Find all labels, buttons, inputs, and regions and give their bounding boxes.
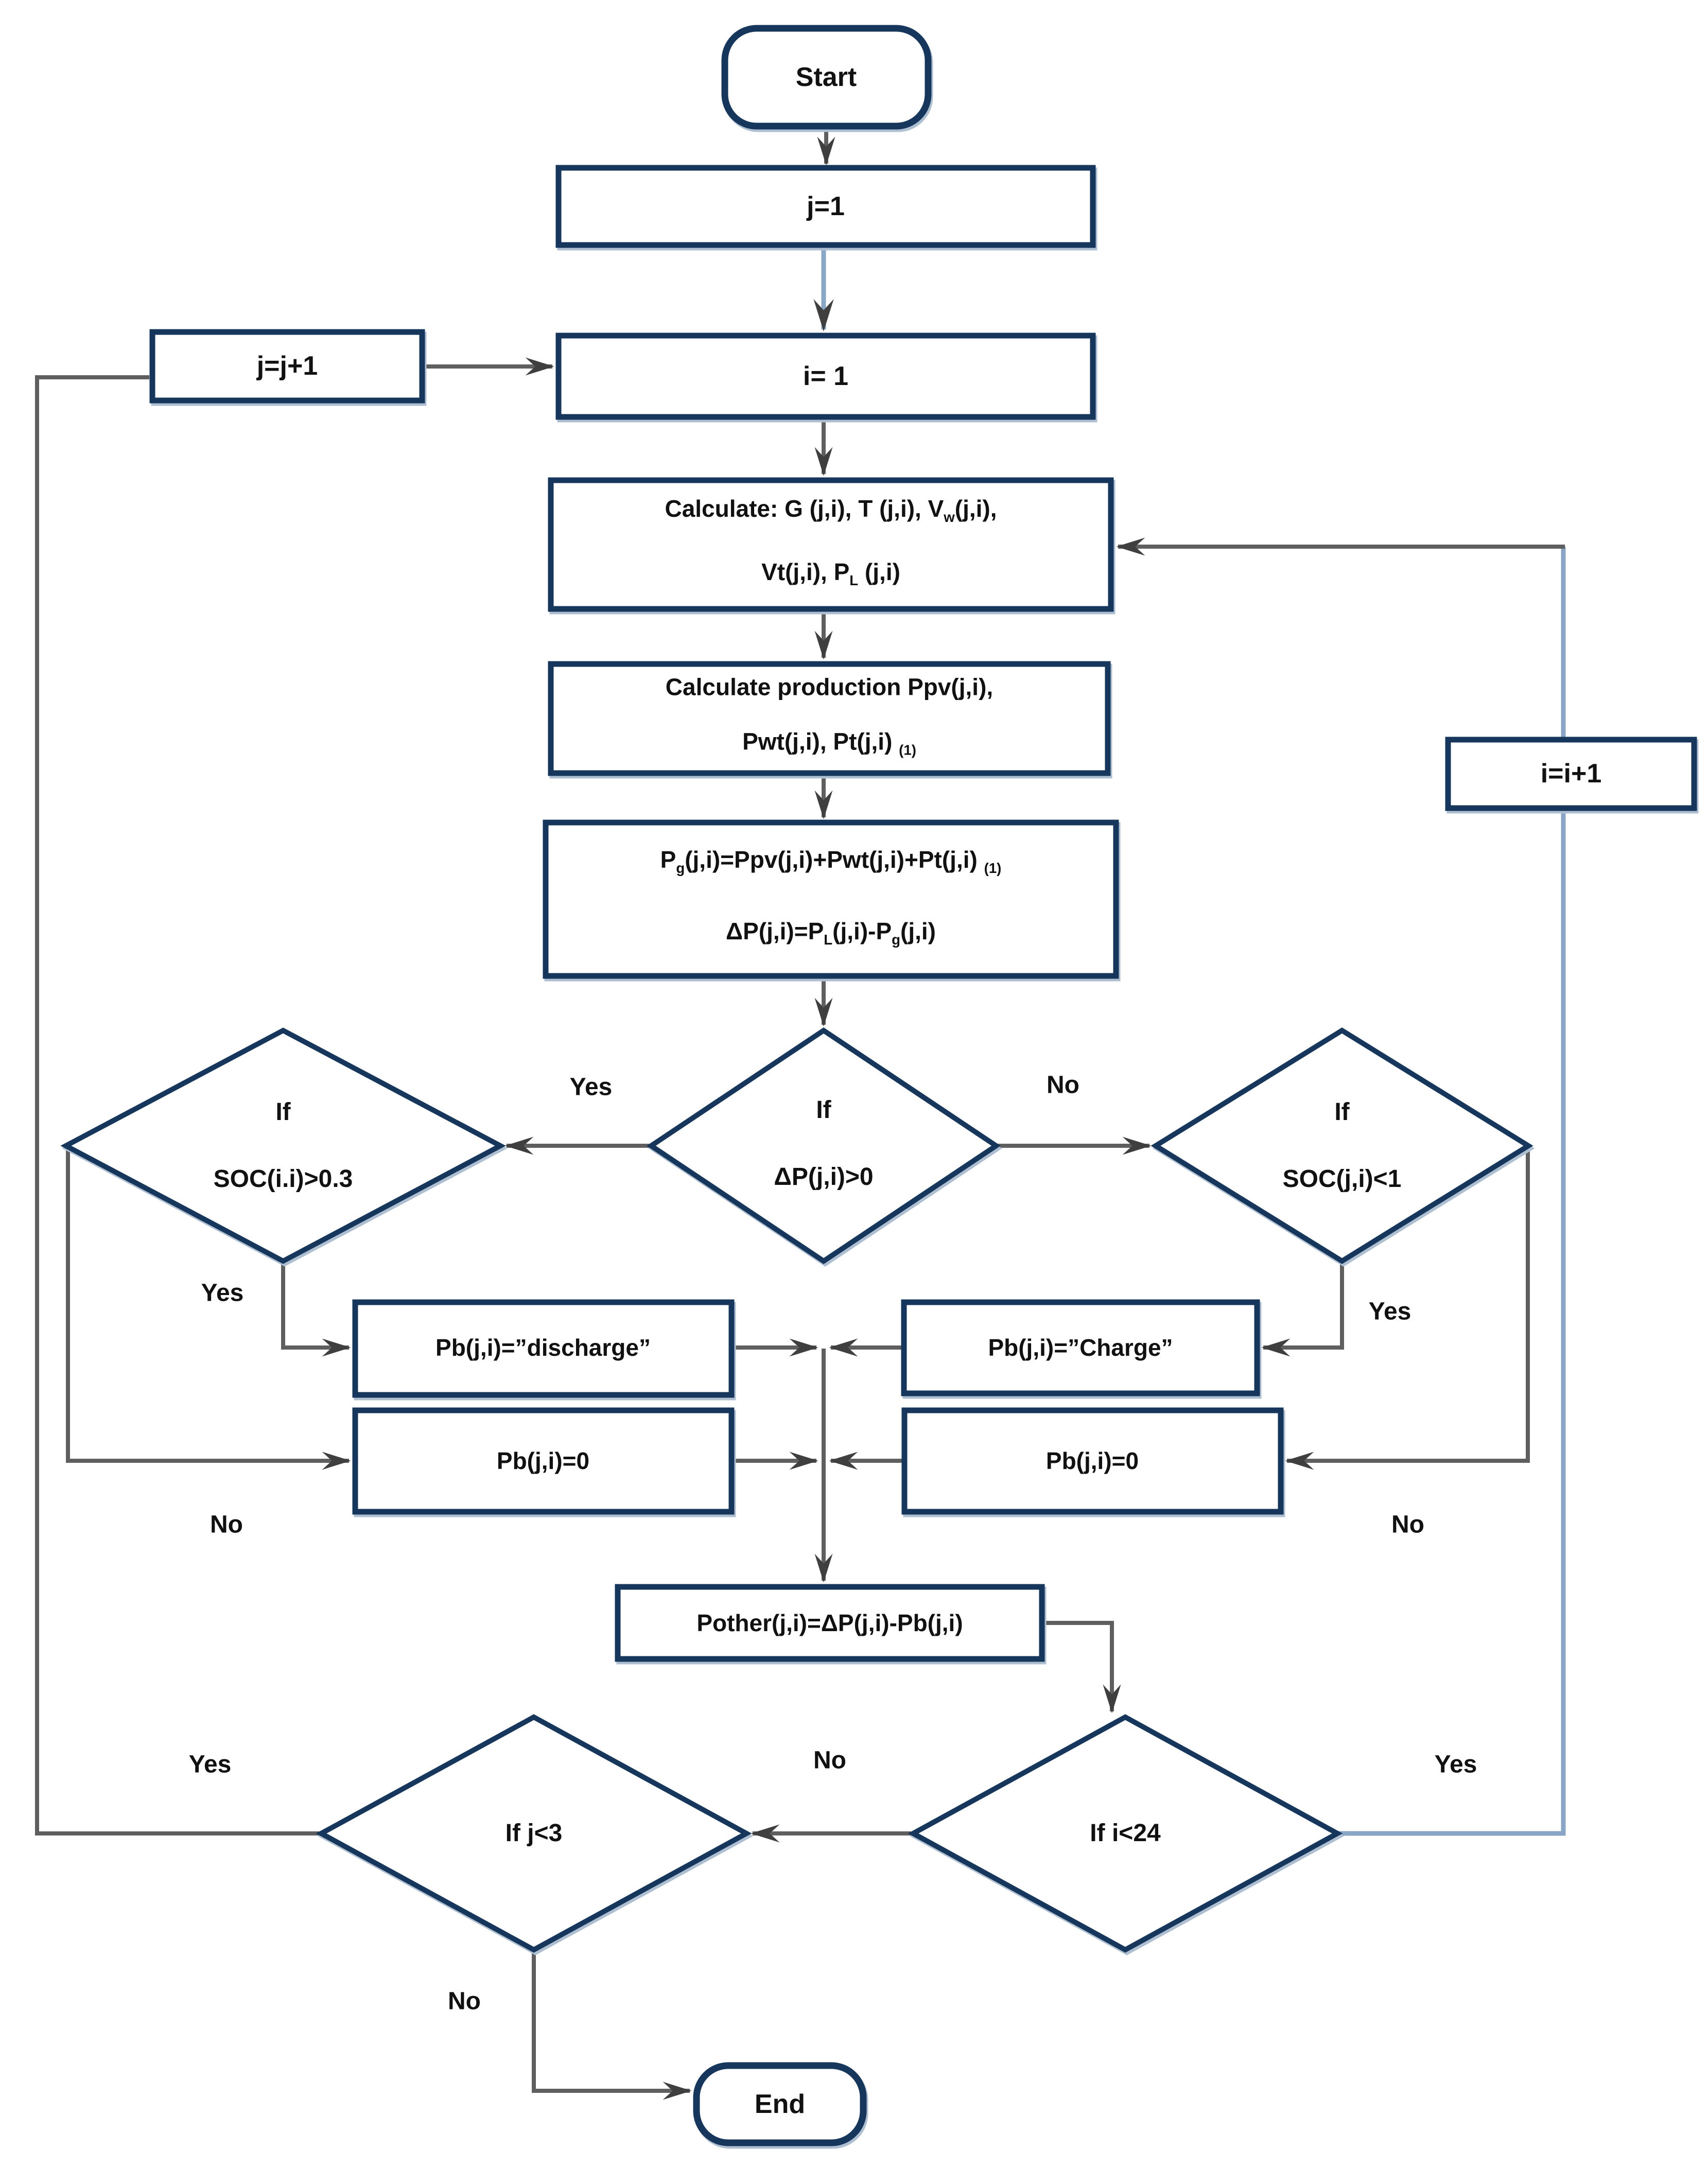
start-node xyxy=(721,25,932,130)
j3-label: If j<3 xyxy=(505,1820,563,1847)
i24-label: If i<24 xyxy=(1090,1820,1161,1847)
edge-label-no-j3: No xyxy=(448,1987,481,2015)
j1-label: j=1 xyxy=(807,191,845,221)
pg-node xyxy=(543,819,1119,979)
prod-label: Calculate production Ppv(j,i), Pwt(j,i),… xyxy=(666,659,993,777)
soc-left-line2: SOC(i.i)>0.3 xyxy=(213,1165,353,1193)
connector-pother-to-i24 xyxy=(1043,1621,1121,1714)
discharge-node xyxy=(352,1299,735,1398)
dp-decision xyxy=(647,1027,1001,1265)
soc-right-line2: SOC(j,i)<1 xyxy=(1282,1165,1402,1193)
charge-node xyxy=(901,1299,1260,1396)
pb0-right-node xyxy=(901,1407,1284,1515)
j3-decision xyxy=(316,1714,752,1953)
edge-label-yes-soc-right: Yes xyxy=(1368,1298,1411,1325)
i1-label: i= 1 xyxy=(803,361,849,391)
connector-socl-yes-discharge xyxy=(281,1262,351,1357)
pb0-left-label: Pb(j,i)=0 xyxy=(496,1447,590,1474)
end-label: End xyxy=(754,2089,806,2119)
calc-label: Calculate: G (j,i), T (j,i), Vw(j,i), Vt… xyxy=(665,481,997,608)
i24-decision xyxy=(908,1714,1343,1953)
edge-label-yes-dp: Yes xyxy=(569,1073,613,1101)
jj1-node xyxy=(149,329,425,404)
end-node xyxy=(693,2062,867,2146)
edge-label-yes-i24: Yes xyxy=(1434,1751,1477,1778)
connector-j3-yes-loop xyxy=(35,375,320,1835)
ii1-label: i=i+1 xyxy=(1540,759,1602,789)
edge-label-no-soc-right: No xyxy=(1391,1511,1424,1538)
soc-left-decision xyxy=(60,1027,506,1264)
edge-label-no-i24: No xyxy=(813,1746,846,1774)
pother-label: Pother(j,i)=ΔP(j,i)-Pb(j,i) xyxy=(696,1610,963,1636)
soc-right-line1: If xyxy=(1334,1098,1350,1126)
ii1-node xyxy=(1445,737,1697,811)
edge-label-yes-j3: Yes xyxy=(188,1751,232,1778)
connector-socl-no-pb0 xyxy=(66,1147,351,1470)
j1-node xyxy=(555,165,1096,248)
edge-label-no-dp: No xyxy=(1047,1071,1079,1099)
calc-node xyxy=(548,477,1114,612)
pg-line1: Pg(j,i)=Ppv(j,i)+Pwt(j,i)+Pt(j,i) (1) xyxy=(660,846,1002,876)
pb0-left-node xyxy=(352,1407,735,1515)
dp-line2: ΔP(j,i)>0 xyxy=(774,1163,874,1191)
prod-node xyxy=(548,661,1111,776)
calc-line1: Calculate: G (j,i), T (j,i), Vw(j,i), xyxy=(665,495,997,525)
soc-left-label: If SOC(i.i)>0.3 xyxy=(214,1079,353,1213)
start-label: Start xyxy=(795,62,857,92)
pb0-right-label: Pb(j,i)=0 xyxy=(1045,1447,1139,1474)
prod-line1: Calculate production Ppv(j,i), xyxy=(665,673,994,701)
edge-label-yes-soc-left: Yes xyxy=(201,1279,244,1307)
connector-i24-yes-loop xyxy=(1338,547,1566,1836)
dp-line1: If xyxy=(816,1096,831,1124)
jj1-label: j=j+1 xyxy=(256,351,318,381)
prod-line2: Pwt(j,i), Pt(j,i) (1) xyxy=(742,728,916,758)
edge-label-no-soc-left: No xyxy=(210,1511,243,1538)
soc-left-line1: If xyxy=(275,1098,291,1126)
calc-line2: Vt(j,i), PL (j,i) xyxy=(761,558,900,589)
pg-label: Pg(j,i)=Ppv(j,i)+Pwt(j,i)+Pt(j,i) (1) ΔP… xyxy=(660,828,1002,971)
dp-decision-label: If ΔP(j,i)>0 xyxy=(774,1077,873,1211)
soc-right-decision xyxy=(1151,1027,1533,1264)
i1-node xyxy=(555,333,1096,420)
pother-node xyxy=(615,1584,1045,1662)
connector-socr-no-pb0 xyxy=(1285,1147,1530,1470)
connector-socr-yes-charge xyxy=(1261,1262,1344,1357)
connector-j3-no-end xyxy=(532,1951,692,2100)
pg-line2: ΔP(j,i)=PL(j,i)-Pg(j,i) xyxy=(726,918,936,948)
soc-right-label: If SOC(j,i)<1 xyxy=(1283,1079,1402,1213)
charge-label: Pb(j,i)=”Charge” xyxy=(988,1334,1173,1361)
discharge-label: Pb(j,i)=”discharge” xyxy=(435,1334,651,1361)
